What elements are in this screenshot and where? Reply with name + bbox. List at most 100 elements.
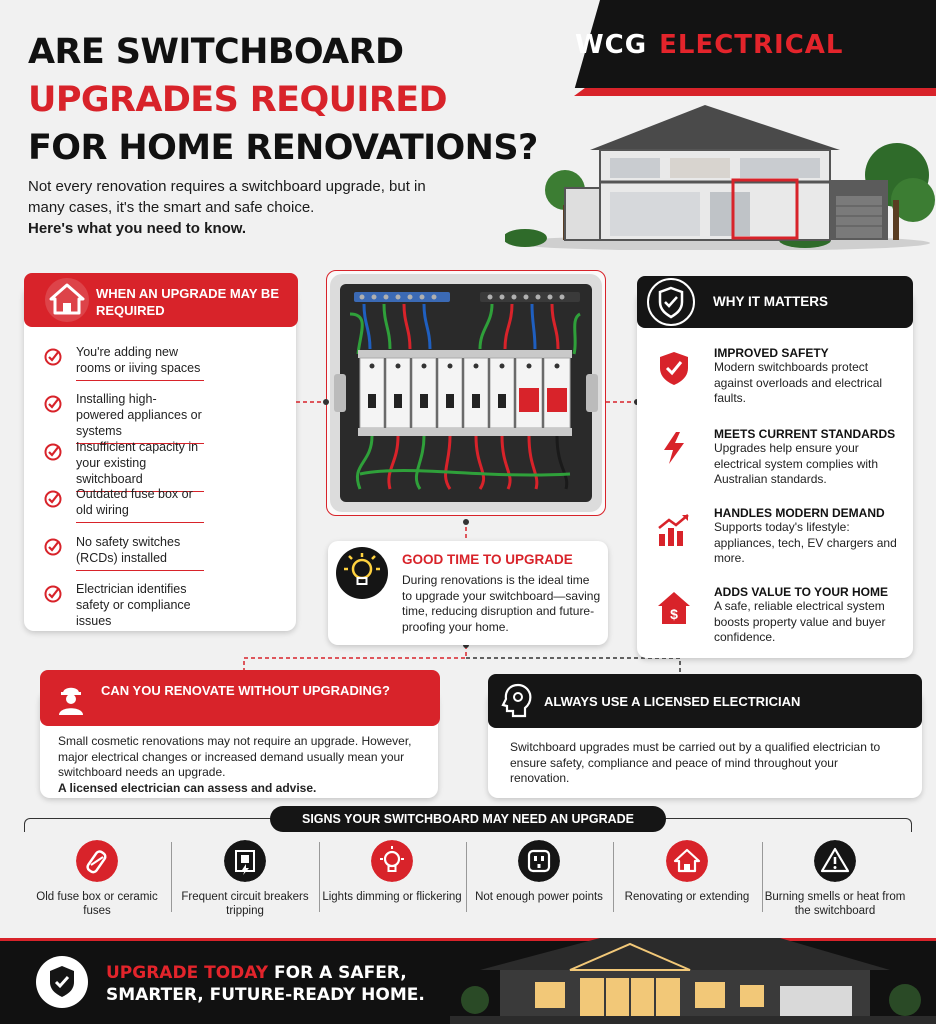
footer-text-2: SMARTER, FUTURE-READY HOME.: [106, 985, 425, 1005]
footer-tagline: UPGRADE TODAY FOR A SAFER, SMARTER, FUTU…: [106, 962, 425, 1006]
sign-label: Lights dimming or flickering: [322, 891, 462, 903]
divider: [171, 842, 172, 912]
lightning-icon: [664, 432, 684, 464]
list-item: Installing high-powered appliances or sy…: [44, 391, 274, 445]
why-item-value: ADDS VALUE TO YOUR HOME A safe, reliable…: [714, 585, 904, 646]
list-item-text: Electrician identifies safety or complia…: [76, 581, 191, 628]
chart-up-icon: [658, 514, 689, 546]
check-icon: [44, 443, 62, 461]
sign-item: Lights dimming or flickering: [319, 840, 465, 904]
licensed-header: ALWAYS USE A LICENSED ELECTRICIAN: [488, 674, 922, 728]
check-icon: [44, 395, 62, 413]
why-item-text: Supports today's lifestyle: appliances, …: [714, 520, 897, 565]
title-line-3: FOR HOME RENOVATIONS?: [28, 128, 538, 168]
sign-label: Not enough power points: [475, 891, 603, 903]
sign-label: Old fuse box or ceramic fuses: [36, 891, 158, 917]
licensed-title: ALWAYS USE A LICENSED ELECTRICIAN: [544, 694, 801, 709]
intro-text: Not every renovation requires a switchbo…: [28, 176, 438, 239]
title-line-1: ARE SWITCHBOARD: [28, 32, 404, 72]
why-item-standards: MEETS CURRENT STANDARDS Upgrades help en…: [714, 427, 904, 488]
when-upgrade-header: WHEN AN UPGRADE MAY BE REQUIRED: [24, 273, 298, 327]
sign-label: Renovating or extending: [624, 891, 750, 903]
why-item-title: ADDS VALUE TO YOUR HOME: [714, 585, 889, 599]
logo-text-white: WCG: [575, 30, 648, 60]
list-item-text: You're adding new rooms or iiving spaces: [76, 344, 204, 381]
why-item-title: MEETS CURRENT STANDARDS: [714, 427, 896, 441]
electrician-icon: [59, 687, 83, 715]
when-upgrade-list: You're adding new rooms or iiving spaces…: [44, 344, 274, 628]
check-icon: [44, 538, 62, 556]
footer-shield-icon: [36, 956, 88, 1008]
house-illustration: [505, 105, 935, 250]
switchboard-image: [330, 274, 602, 512]
why-item-text: Modern switchboards protect against over…: [714, 360, 883, 405]
list-item-text: Insufficient capacity in your existing s…: [76, 439, 204, 492]
intro-bold: Here's what you need to know.: [28, 220, 247, 237]
brand-logo[interactable]: WCG ELECTRICAL: [575, 30, 843, 60]
list-item: No safety switches (RCDs) installed: [44, 534, 274, 581]
can-renovate-text: Small cosmetic renovations may not requi…: [58, 734, 428, 796]
intro-body: Not every renovation requires a switchbo…: [28, 178, 426, 216]
svg-text:$: $: [670, 606, 678, 622]
check-icon: [44, 348, 62, 366]
lightbulb-icon: [336, 547, 388, 599]
shield-icon: [660, 352, 688, 385]
list-item-text: Outdated fuse box or old wiring: [76, 486, 204, 524]
why-matters-header: WHY IT MATTERS: [637, 276, 913, 328]
logo-stripe: [574, 88, 936, 96]
divider: [762, 842, 763, 912]
when-upgrade-title: WHEN AN UPGRADE MAY BE REQUIRED: [96, 286, 279, 318]
title-line-2: UPGRADES REQUIRED: [28, 80, 448, 120]
bulb-icon: [371, 840, 413, 882]
footer-text-1: FOR A SAFER,: [268, 963, 407, 983]
list-item: You're adding new rooms or iiving spaces: [44, 344, 274, 391]
shield-check-icon: [647, 278, 695, 326]
logo-text-red: ELECTRICAL: [659, 30, 844, 60]
divider: [613, 842, 614, 912]
good-time-title: GOOD TIME TO UPGRADE: [402, 552, 573, 567]
can-renovate-bold: A licensed electrician can assess and ad…: [58, 780, 317, 795]
panel-why-matters: [637, 290, 913, 658]
page-title: ARE SWITCHBOARD UPGRADES REQUIRED FOR HO…: [28, 28, 538, 172]
sign-item: Frequent circuit breakers tripping: [172, 840, 318, 918]
divider: [319, 842, 320, 912]
check-icon: [44, 490, 62, 508]
panel-when-upgrade: [24, 285, 296, 631]
why-item-title: HANDLES MODERN DEMAND: [714, 506, 885, 520]
footer-red-text: UPGRADE TODAY: [106, 963, 269, 983]
divider: [466, 842, 467, 912]
list-item-text: No safety switches (RCDs) installed: [76, 534, 204, 571]
good-time-text: During renovations is the ideal time to …: [402, 573, 601, 634]
can-renovate-body: Small cosmetic renovations may not requi…: [58, 734, 412, 779]
house-dollar-icon: $: [658, 592, 690, 624]
signs-title: SIGNS YOUR SWITCHBOARD MAY NEED AN UPGRA…: [270, 806, 666, 832]
breaker-icon: [224, 840, 266, 882]
why-item-demand: HANDLES MODERN DEMAND Supports today's l…: [714, 506, 904, 567]
connector-lines: [243, 399, 681, 674]
why-item-text: Upgrades help ensure your electrical sys…: [714, 441, 879, 486]
can-renovate-header: CAN YOU RENOVATE WITHOUT UPGRADING?: [40, 670, 440, 726]
why-item-title: IMPROVED SAFETY: [714, 346, 829, 360]
sign-label: Frequent circuit breakers tripping: [181, 891, 309, 917]
sign-label: Burning smells or heat from the switchbo…: [764, 891, 906, 917]
sign-item: Not enough power points: [466, 840, 612, 904]
why-item-text: A safe, reliable electrical system boost…: [714, 599, 886, 644]
warning-icon: [814, 840, 856, 882]
house-icon: [45, 278, 89, 322]
check-icon: [44, 585, 62, 603]
licensed-text: Switchboard upgrades must be carried out…: [510, 740, 881, 785]
house-icon: [666, 840, 708, 882]
sign-item: Burning smells or heat from the switchbo…: [762, 840, 908, 918]
list-item: Electrician identifies safety or complia…: [44, 581, 274, 628]
list-item: Insufficient capacity in your existing s…: [44, 439, 274, 492]
can-renovate-title: CAN YOU RENOVATE WITHOUT UPGRADING?: [101, 683, 390, 698]
fuse-icon: [76, 840, 118, 882]
logo-banner: [574, 0, 936, 88]
sign-item: Old fuse box or ceramic fuses: [24, 840, 170, 918]
head-gear-icon: [501, 683, 532, 718]
footer-house-image: [450, 938, 936, 1024]
why-item-safety: IMPROVED SAFETY Modern switchboards prot…: [714, 346, 904, 407]
power-point-icon: [518, 840, 560, 882]
footer-accent: [0, 938, 936, 941]
list-item-text: Installing high-powered appliances or sy…: [76, 391, 204, 445]
